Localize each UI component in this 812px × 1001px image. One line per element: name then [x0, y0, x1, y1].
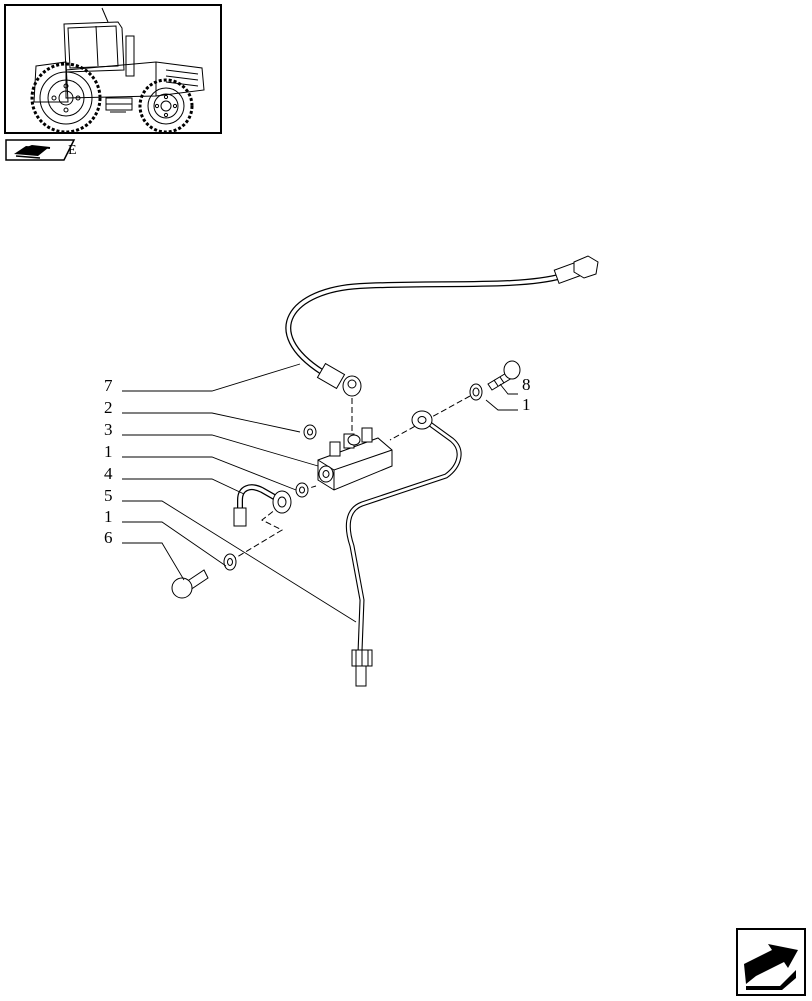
book-section-icon	[14, 144, 51, 159]
callout-6: 6	[104, 528, 113, 547]
callout-8: 8	[522, 375, 531, 394]
next-page-button[interactable]	[736, 928, 806, 996]
washer-middle	[295, 482, 309, 498]
callout-1: 1	[104, 507, 113, 526]
tractor-icon	[30, 7, 205, 132]
banjo-bolt-8	[487, 360, 521, 391]
section-tab[interactable]: E	[4, 138, 77, 162]
rigid-pipe	[345, 410, 462, 687]
callout-7: 7	[104, 376, 113, 395]
callout-1: 1	[522, 395, 531, 414]
flexible-hose	[285, 255, 599, 397]
callout-1: 1	[104, 442, 113, 461]
section-letter: E	[68, 143, 76, 158]
callout-2: 2	[104, 398, 113, 417]
banjo-bolt-6	[171, 569, 209, 599]
short-pipe	[233, 484, 292, 527]
callout-3: 3	[104, 420, 113, 439]
washer-2	[303, 424, 317, 440]
washer-lower	[223, 553, 237, 571]
next-page-arrow-icon	[736, 928, 806, 996]
callout-4: 4	[104, 464, 113, 483]
tractor-thumbnail	[4, 4, 222, 134]
callout-5: 5	[104, 486, 113, 505]
washer-upper-right	[469, 383, 483, 401]
valve-body	[317, 427, 393, 491]
